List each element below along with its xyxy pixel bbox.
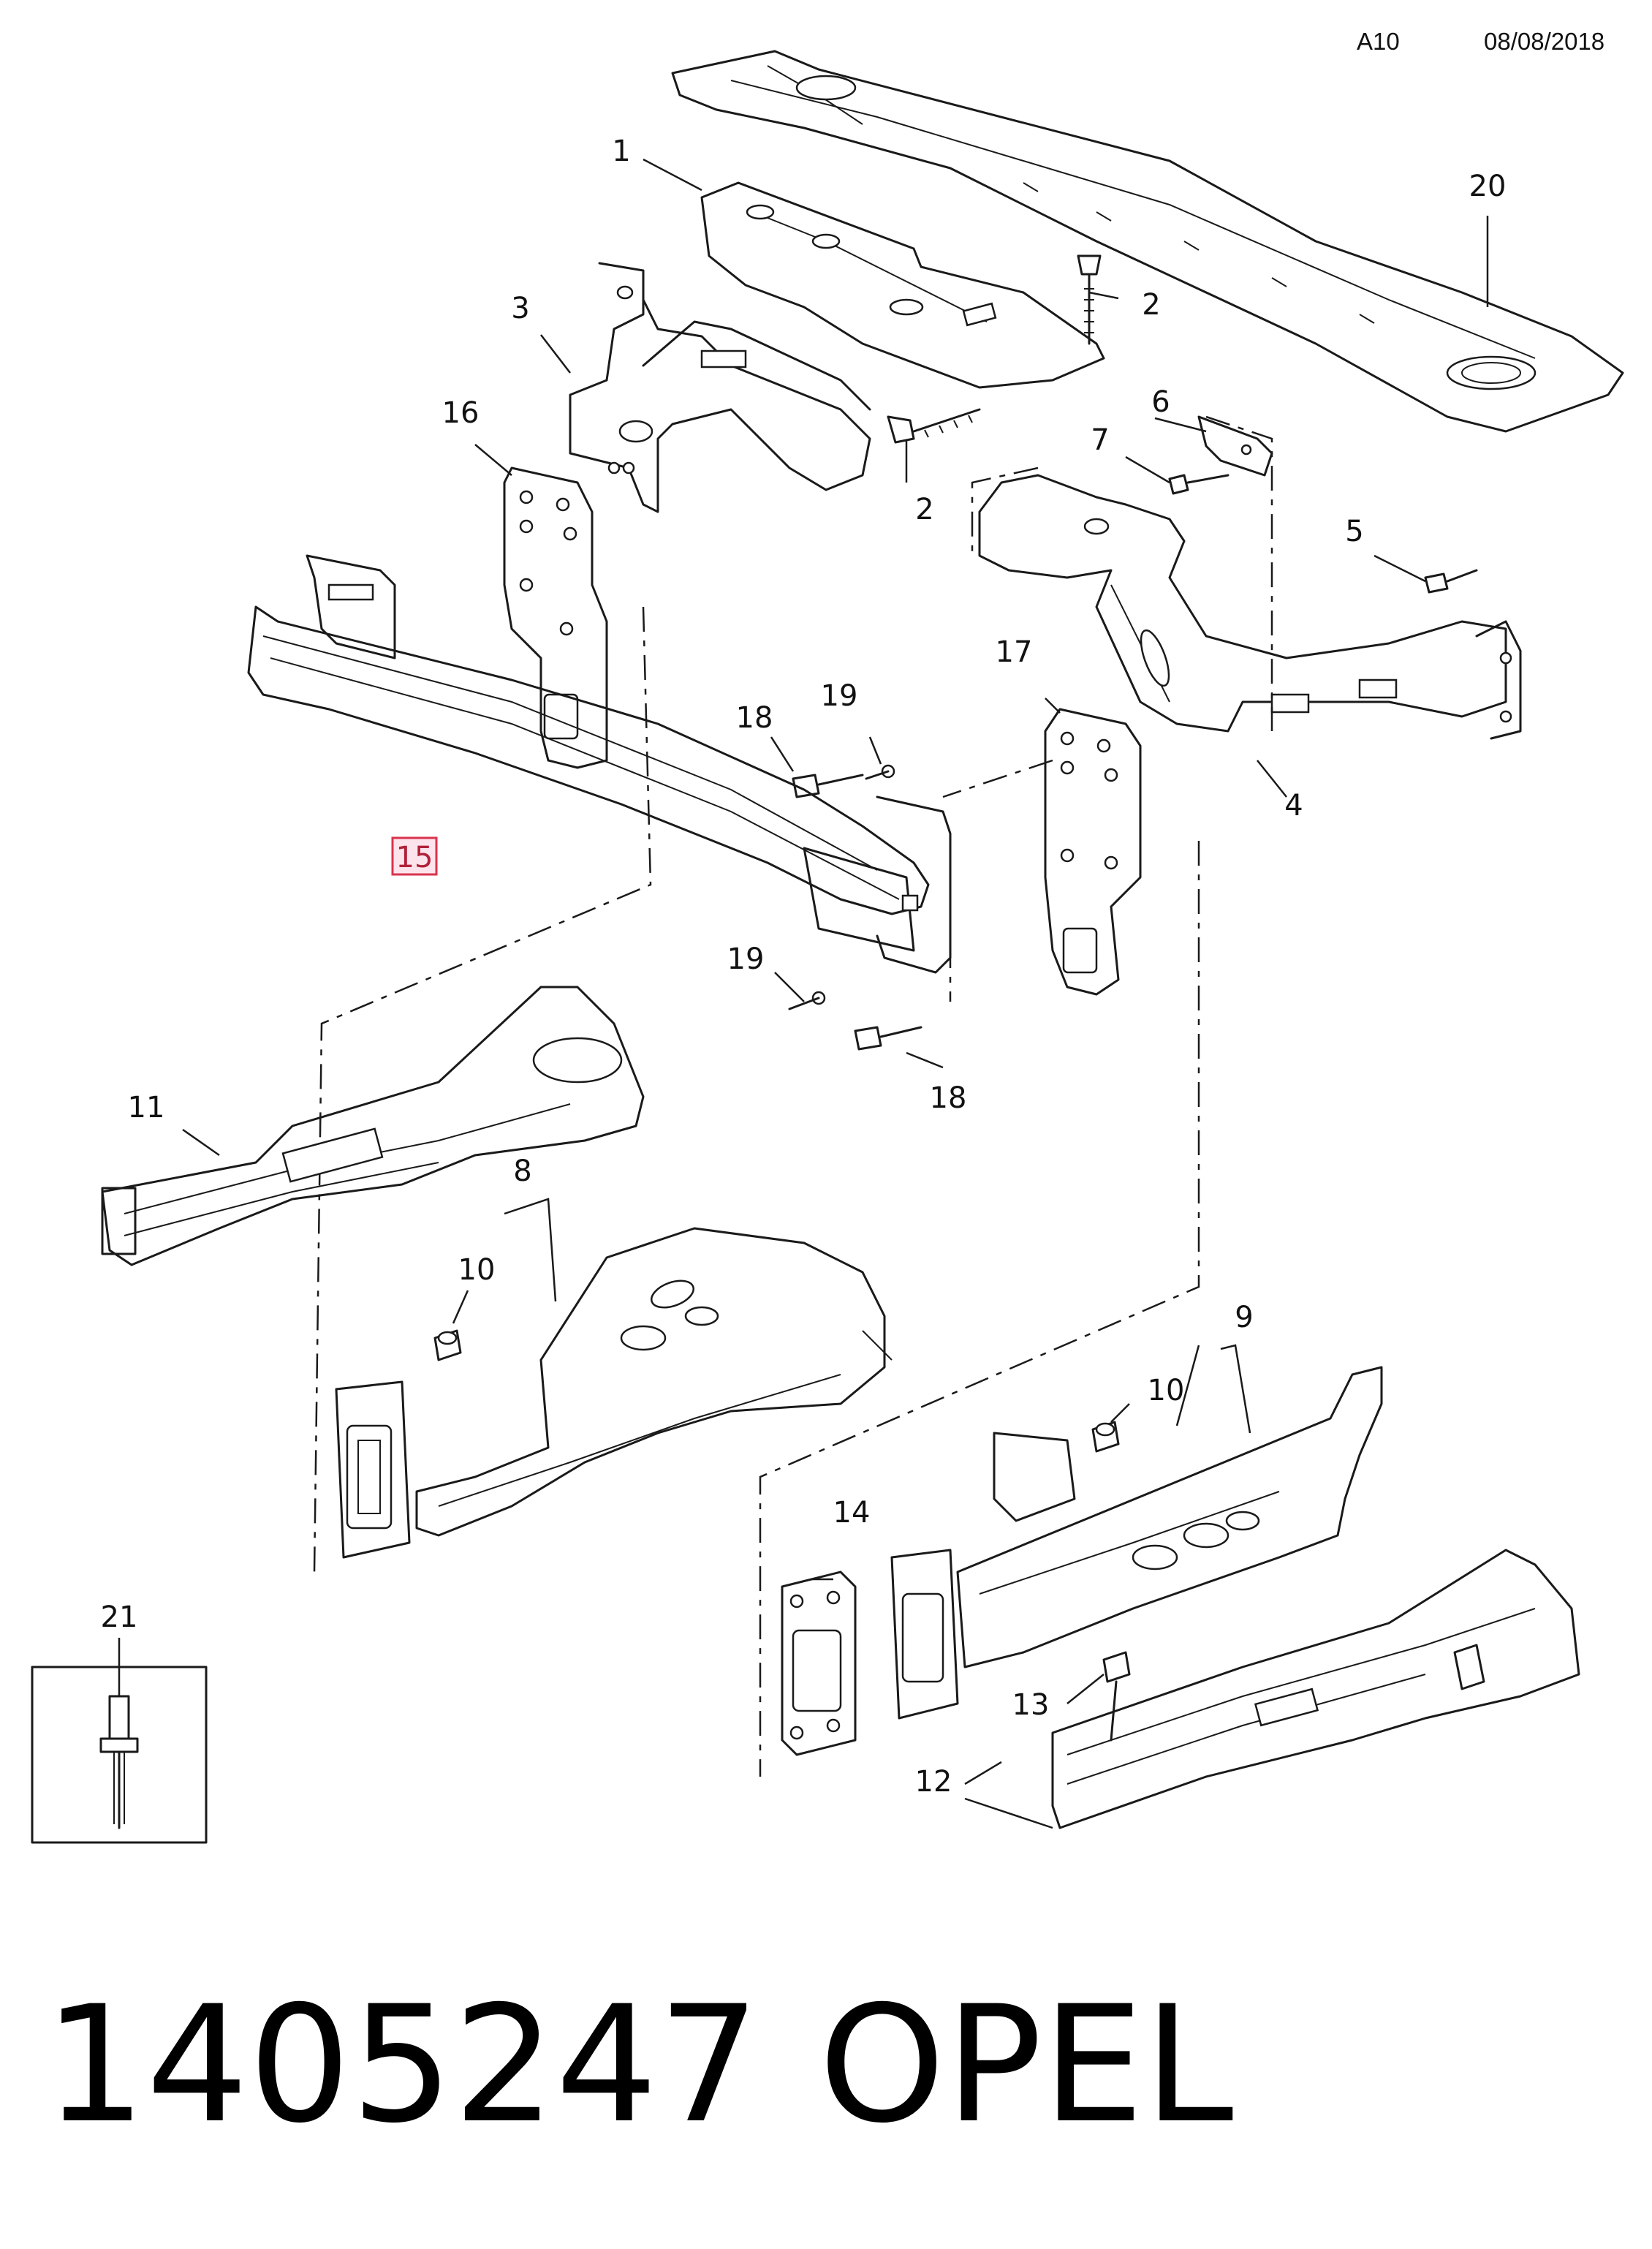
callout-8[interactable]: 8: [513, 1154, 531, 1188]
part-6-bracket[interactable]: [1197, 415, 1273, 477]
callout-9[interactable]: 9: [1235, 1301, 1253, 1334]
callout-2-upper[interactable]: 2: [1142, 288, 1160, 322]
callout-10-right[interactable]: 10: [1148, 1374, 1185, 1407]
callout-5[interactable]: 5: [1345, 515, 1363, 548]
part-2-bolt-upper[interactable]: [1077, 254, 1102, 345]
callout-18-lower[interactable]: 18: [930, 1081, 967, 1115]
callout-15[interactable]: 15: [396, 841, 433, 874]
part-8-left-front-rail[interactable]: [335, 1227, 893, 1559]
callout-1[interactable]: 1: [612, 135, 630, 168]
callout-18-upper[interactable]: 18: [736, 701, 773, 735]
part-10-nut-left[interactable]: [433, 1329, 462, 1361]
callout-4[interactable]: 4: [1284, 789, 1303, 823]
callout-13[interactable]: 13: [1012, 1688, 1050, 1722]
callout-10-left[interactable]: 10: [458, 1253, 496, 1287]
callout-11[interactable]: 11: [128, 1091, 165, 1124]
callout-19-upper[interactable]: 19: [821, 679, 858, 713]
part-14-right-plate[interactable]: [781, 1570, 857, 1756]
part-9-right-front-rail[interactable]: [890, 1366, 1383, 1720]
callout-12[interactable]: 12: [915, 1765, 952, 1799]
callout-3[interactable]: 3: [511, 292, 529, 325]
leader-lines: [118, 158, 1489, 1829]
part-16-left-mount-plate[interactable]: [503, 466, 608, 769]
part-20-upper-tie-bar[interactable]: [671, 50, 1624, 433]
callout-15-highlight[interactable]: 15: [391, 836, 438, 876]
callout-19-lower[interactable]: 19: [727, 942, 765, 976]
callout-21[interactable]: 21: [101, 1600, 138, 1634]
part-17-right-mount-plate[interactable]: [1044, 708, 1142, 996]
part-18-bolt-upper[interactable]: [792, 774, 864, 798]
part-6-assembly-boundary: [971, 415, 1273, 731]
part-7-bolt[interactable]: [1168, 474, 1229, 495]
part-12-right-rail-extension[interactable]: [1051, 1549, 1580, 1829]
part-10-nut-right[interactable]: [1091, 1421, 1120, 1453]
part-3-left-mount-bracket[interactable]: [569, 262, 871, 513]
callout-16[interactable]: 16: [442, 396, 480, 430]
part-11-left-rail-extension[interactable]: [101, 986, 645, 1266]
part-5-bolt[interactable]: [1424, 569, 1478, 594]
part-18-bolt-lower[interactable]: [854, 1026, 922, 1051]
part-19-rivet-upper[interactable]: [865, 764, 895, 780]
part-1-left-upper-bracket[interactable]: [700, 181, 1105, 389]
sheet-code: A10: [1357, 28, 1400, 55]
part-4-right-side-rail-bracket[interactable]: [978, 474, 1522, 740]
part-19-rivet-lower[interactable]: [788, 991, 826, 1010]
callout-20[interactable]: 20: [1469, 170, 1507, 203]
part-13-nut[interactable]: [1102, 1651, 1131, 1742]
callout-15-highlight-box: [391, 836, 438, 876]
callout-14[interactable]: 14: [833, 1496, 871, 1530]
sheet-date: 08/08/2018: [1484, 28, 1604, 55]
callout-2-lower[interactable]: 2: [915, 493, 933, 526]
callout-17[interactable]: 17: [996, 635, 1033, 669]
callout-6[interactable]: 6: [1151, 385, 1170, 419]
part-number: 1405247: [44, 1971, 760, 2158]
part-15-bumper-beam[interactable]: [247, 554, 952, 974]
callout-7[interactable]: 7: [1091, 423, 1109, 457]
brand-name: OPEL: [819, 1971, 1233, 2158]
assembly-boundary-lines: [313, 606, 1200, 1777]
part-2-bolt-lower[interactable]: [887, 408, 981, 444]
